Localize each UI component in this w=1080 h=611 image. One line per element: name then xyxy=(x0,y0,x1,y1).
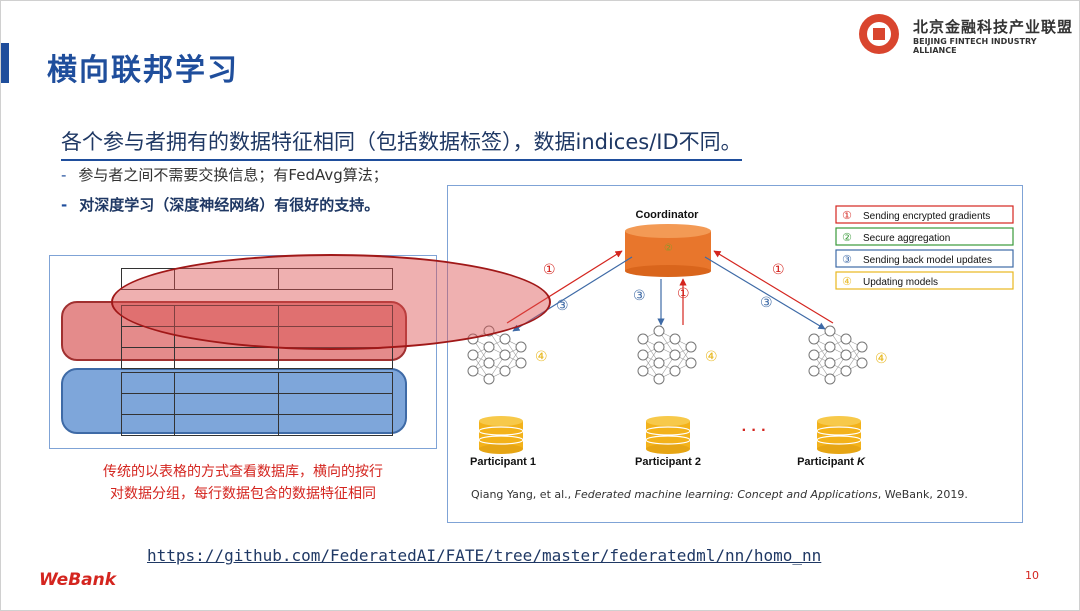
neural-network-icon xyxy=(808,325,868,385)
bullet-text: 对深度学习（深度神经网络）有很好的支持。 xyxy=(79,196,380,214)
alliance-name-en: BEIJING FINTECH INDUSTRY ALLIANCE xyxy=(913,37,1037,55)
title-accent-bar xyxy=(1,43,9,83)
coordinator-label: Coordinator xyxy=(636,209,700,221)
participant-label-text: Participant xyxy=(797,456,854,468)
legend-num: ① xyxy=(842,210,852,222)
table-illustration-frame xyxy=(49,255,437,449)
federated-architecture-diagram: Coordinator ② ① ③ ① ③ ① ③ ④ ④ ④ · · · xyxy=(467,205,1014,468)
slide-subtitle: 各个参与者拥有的数据特征相同（包括数据标签），数据indices/ID不同。 xyxy=(61,126,742,161)
webank-logo: WeBank xyxy=(39,570,117,590)
secure-aggregation-mark: ② xyxy=(664,243,673,254)
coordinator-cylinder-icon: ② xyxy=(625,224,711,277)
citation-title: Federated machine learning: Concept and … xyxy=(574,488,878,501)
left-caption-line: 传统的以表格的方式查看数据库，横向的按行 xyxy=(103,464,383,480)
github-link[interactable]: https://github.com/FederatedAI/FATE/tree… xyxy=(147,546,822,565)
bullet-dash: - xyxy=(61,196,68,214)
participant-label: Participant 2 xyxy=(635,456,701,468)
page-number: 10 xyxy=(1025,569,1039,582)
citation-suffix: , WeBank, 2019. xyxy=(877,488,968,501)
step-3-mark: ③ xyxy=(633,287,646,303)
blue-rows-table xyxy=(121,372,393,436)
participant-label: Participant K xyxy=(797,456,866,468)
participant-label: Participant 1 xyxy=(470,456,536,468)
legend-item: Sending encrypted gradients xyxy=(863,211,990,222)
legend-num: ③ xyxy=(842,254,852,266)
step-1-mark: ① xyxy=(772,261,785,277)
step-1-mark: ① xyxy=(677,285,690,301)
alliance-name-cn: 北京金融科技产业联盟 xyxy=(913,18,1074,36)
neural-network-icon xyxy=(637,325,697,385)
legend-item: Secure aggregation xyxy=(863,233,950,244)
bullet-dash: - xyxy=(61,166,67,184)
highlight-ellipse xyxy=(111,254,551,350)
left-caption: 传统的以表格的方式查看数据库，横向的按行 对数据分组，每行数据包含的数据特征相同 xyxy=(61,461,425,505)
step-4-mark: ④ xyxy=(875,350,888,366)
alliance-logo-icon xyxy=(859,14,899,54)
arrow-update-k xyxy=(704,256,826,330)
citation: Qiang Yang, et al., Federated machine le… xyxy=(471,488,968,501)
legend-item: Sending back model updates xyxy=(863,255,992,266)
legend-item: Updating models xyxy=(863,277,938,288)
step-4-mark: ④ xyxy=(705,348,718,364)
legend-num: ④ xyxy=(842,276,852,288)
step-3-mark: ③ xyxy=(556,297,569,313)
participant-database-icon xyxy=(478,415,524,455)
participant-database-icon xyxy=(645,415,691,455)
citation-prefix: Qiang Yang, et al., xyxy=(471,488,575,501)
step-3-mark: ③ xyxy=(760,294,773,310)
more-participants-ellipsis: · · · xyxy=(742,422,767,439)
architecture-diagram-frame xyxy=(447,185,1023,523)
legend: ① Sending encrypted gradients ② Secure a… xyxy=(835,205,1014,290)
page-title: 横向联邦学习 xyxy=(47,53,239,88)
bullet-item: -参与者之间不需要交换信息；有FedAvg算法； xyxy=(61,164,388,185)
legend-num: ② xyxy=(842,232,852,244)
participant-k-letter: K xyxy=(857,456,866,468)
participant-database-icon xyxy=(816,415,862,455)
bullet-item: -对深度学习（深度神经网络）有很好的支持。 xyxy=(61,194,379,215)
bullet-text: 参与者之间不需要交换信息；有FedAvg算法； xyxy=(78,166,388,184)
step-1-mark: ① xyxy=(543,261,556,277)
left-caption-line: 对数据分组，每行数据包含的数据特征相同 xyxy=(110,486,376,502)
step-4-mark: ④ xyxy=(535,348,548,364)
arrow-gradient-k xyxy=(713,250,834,324)
